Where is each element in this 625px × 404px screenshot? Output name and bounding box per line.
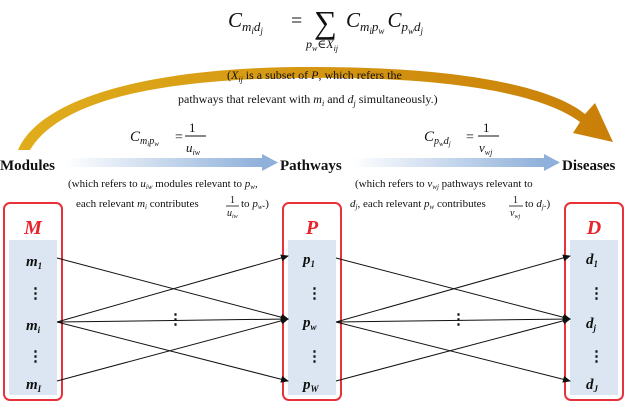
label-pathways: Pathways xyxy=(280,158,342,174)
disease-item-last: dJ xyxy=(586,377,599,394)
pathway-item-w: pw xyxy=(301,315,318,332)
svg-text:1: 1 xyxy=(513,195,518,206)
label-modules: Modules xyxy=(0,158,55,174)
middle-dots-right: ⋮ xyxy=(451,312,466,328)
disease-item-dots-2: ⋮ xyxy=(589,349,604,365)
svg-text:uiw: uiw xyxy=(227,208,238,220)
pathway-item-first: p1 xyxy=(301,252,315,269)
pathway-item-dots-1: ⋮ xyxy=(307,286,322,302)
connection-pW-dj xyxy=(335,317,571,382)
pathways-title: P xyxy=(305,217,319,239)
pathways-items: p1 ⋮ pw ⋮ pW xyxy=(301,252,322,394)
svg-text:=: = xyxy=(466,130,474,145)
svg-text:1: 1 xyxy=(230,195,235,206)
connection-mI-pw xyxy=(56,317,289,382)
connection-pw-d1 xyxy=(335,254,571,323)
right-formula: Cpwdj = 1 vwj xyxy=(424,120,499,157)
svg-text:(Xij is a subset of P, which r: (Xij is a subset of P, which refers the xyxy=(227,68,402,84)
svg-text:(which refers to uiw modules r: (which refers to uiw modules relevant to… xyxy=(68,178,258,191)
connection-mi-pw xyxy=(56,315,289,323)
label-diseases: Diseases xyxy=(562,158,615,174)
svg-text:(which refers to vwj pathways: (which refers to vwj pathways relevant t… xyxy=(355,178,533,191)
svg-text:Cmipw: Cmipw xyxy=(130,129,159,148)
middle-dots-left: ⋮ xyxy=(168,312,183,328)
disease-item-j: dj xyxy=(586,316,597,333)
module-item-dots-1: ⋮ xyxy=(28,286,43,302)
left-formula: Cmipw = 1 uiw xyxy=(130,120,206,157)
module-item-last: mI xyxy=(26,377,42,394)
svg-text:Cpwdj: Cpwdj xyxy=(424,129,451,148)
pathway-item-last: pW xyxy=(301,377,320,394)
pathway-to-disease-connections xyxy=(335,254,571,383)
left-note: (which refers to uiw modules relevant to… xyxy=(68,178,269,220)
connection-mi-pW xyxy=(56,321,289,383)
flow-arrow-right xyxy=(352,154,560,171)
connection-pw-dJ xyxy=(335,321,571,383)
connection-mi-p1 xyxy=(56,254,289,323)
svg-text:vwj: vwj xyxy=(479,140,493,157)
pathway-item-dots-2: ⋮ xyxy=(307,349,322,365)
module-to-pathway-connections xyxy=(56,254,289,383)
module-item-dots-2: ⋮ xyxy=(28,349,43,365)
pathways-column: P xyxy=(282,202,342,401)
right-note: (which refers to vwj pathways relevant t… xyxy=(350,178,551,220)
subset-note: (Xij is a subset of P, which refers the … xyxy=(178,68,438,108)
flow-arrow-left xyxy=(66,154,278,171)
svg-text:∑: ∑ xyxy=(314,4,337,40)
svg-text:uiw: uiw xyxy=(186,140,201,157)
diseases-title: D xyxy=(586,217,601,239)
svg-text:each relevant mi contributes: each relevant mi contributes xyxy=(76,198,199,211)
disease-item-dots-1: ⋮ xyxy=(589,286,604,302)
diseases-column: D xyxy=(564,202,624,401)
svg-text:to pw.): to pw.) xyxy=(241,198,269,211)
connection-pw-dj xyxy=(335,315,571,323)
modules-column: M xyxy=(3,202,63,401)
diseases-items: d1 ⋮ dj ⋮ dJ xyxy=(586,252,604,394)
svg-text:=: = xyxy=(175,130,183,145)
modules-title: M xyxy=(23,217,43,239)
module-item-i: mi xyxy=(26,318,41,335)
disease-item-first: d1 xyxy=(586,252,598,269)
svg-text:vwj: vwj xyxy=(510,208,520,220)
module-item-first: m1 xyxy=(26,254,42,271)
svg-text:pathways that relevant with mi: pathways that relevant with mi and dj si… xyxy=(178,92,438,108)
svg-text:dj, each relevant pw contribut: dj, each relevant pw contributes xyxy=(350,198,486,211)
svg-text:pw∈Xij: pw∈Xij xyxy=(305,37,339,53)
svg-text:to dj.): to dj.) xyxy=(525,198,551,211)
svg-text:1: 1 xyxy=(483,120,490,135)
modules-items: m1 ⋮ mi ⋮ mI xyxy=(26,254,43,394)
svg-text:Cmidj: Cmidj xyxy=(228,8,263,36)
svg-text:1: 1 xyxy=(189,120,196,135)
svg-text:=: = xyxy=(291,10,302,32)
